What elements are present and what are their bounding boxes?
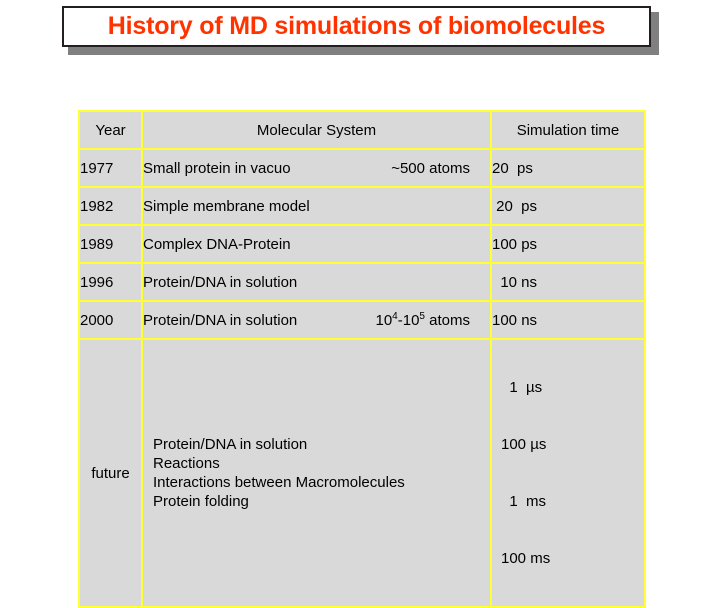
table-row: 1977 Small protein in vacuo ~500 atoms 2… [78, 148, 646, 188]
system-atoms: 104-105 atoms [375, 310, 470, 329]
atoms-exponent-1: 4 [392, 310, 398, 322]
future-system-item: Interactions between Macromolecules [153, 474, 405, 491]
cell-molecular-system: Small protein in vacuo ~500 atoms [141, 148, 492, 188]
future-system-item: Protein folding [153, 493, 249, 510]
future-system-item: Protein/DNA in solution [153, 436, 308, 453]
cell-year: 1996 [78, 262, 143, 302]
atoms-exponent-2: 5 [419, 310, 425, 322]
column-header-molecular-system: Molecular System [141, 110, 492, 150]
system-atoms: ~500 atoms [391, 159, 470, 177]
cell-simulation-time: 100 ps [490, 224, 646, 264]
table-row: 2000 Protein/DNA in solution 104-105 ato… [78, 300, 646, 340]
table-header: Year Molecular System Simulation time [78, 110, 646, 150]
cell-simulation-time-future: 1 µs 100 µs 1 ms 100 ms [490, 338, 646, 608]
cell-year: 2000 [78, 300, 143, 340]
column-header-simulation-time: Simulation time [490, 110, 646, 150]
cell-molecular-system: Protein/DNA in solution [141, 262, 492, 302]
system-label: Protein/DNA in solution [143, 311, 298, 329]
table-row: 1982 Simple membrane model 20 ps [78, 186, 646, 226]
cell-year: 1977 [78, 148, 143, 188]
system-label: Protein/DNA in solution [143, 273, 298, 291]
table-row: 1996 Protein/DNA in solution 10 ns [78, 262, 646, 302]
cell-molecular-system: Simple membrane model [141, 186, 492, 226]
column-header-year: Year [78, 110, 143, 150]
table-row-future: future Protein/DNA in solution Reactions… [78, 338, 646, 608]
cell-simulation-time: 20 ps [490, 148, 646, 188]
cell-molecular-system: Complex DNA-Protein [141, 224, 492, 264]
cell-molecular-system-future: Protein/DNA in solution Reactions Intera… [141, 338, 492, 608]
system-label: Complex DNA-Protein [143, 235, 291, 253]
atoms-base-1: 10 [375, 311, 393, 329]
future-system-item: Reactions [153, 455, 220, 472]
cell-year: 1989 [78, 224, 143, 264]
cell-molecular-system: Protein/DNA in solution 104-105 atoms [141, 300, 492, 340]
table-header-row: Year Molecular System Simulation time [78, 110, 646, 150]
cell-simulation-time: 10 ns [490, 262, 646, 302]
atoms-unit: atoms [424, 311, 470, 329]
system-label: Small protein in vacuo [143, 159, 291, 177]
system-label: Simple membrane model [143, 197, 310, 215]
md-history-table: Year Molecular System Simulation time 19… [78, 110, 646, 608]
title-banner: History of MD simulations of biomolecule… [62, 6, 651, 47]
cell-year-future: future [78, 338, 143, 608]
table-body: 1977 Small protein in vacuo ~500 atoms 2… [78, 148, 646, 608]
future-time-item: 100 µs [501, 436, 547, 453]
cell-year: 1982 [78, 186, 143, 226]
future-time-item: 1 µs [501, 379, 543, 396]
page-title: History of MD simulations of biomolecule… [107, 12, 606, 40]
future-time-item: 100 ms [501, 550, 551, 567]
cell-simulation-time: 100 ns [490, 300, 646, 340]
table-row: 1989 Complex DNA-Protein 100 ps [78, 224, 646, 264]
future-time-item: 1 ms [501, 493, 547, 510]
cell-simulation-time: 20 ps [490, 186, 646, 226]
atoms-base-2: -10 [397, 311, 420, 329]
